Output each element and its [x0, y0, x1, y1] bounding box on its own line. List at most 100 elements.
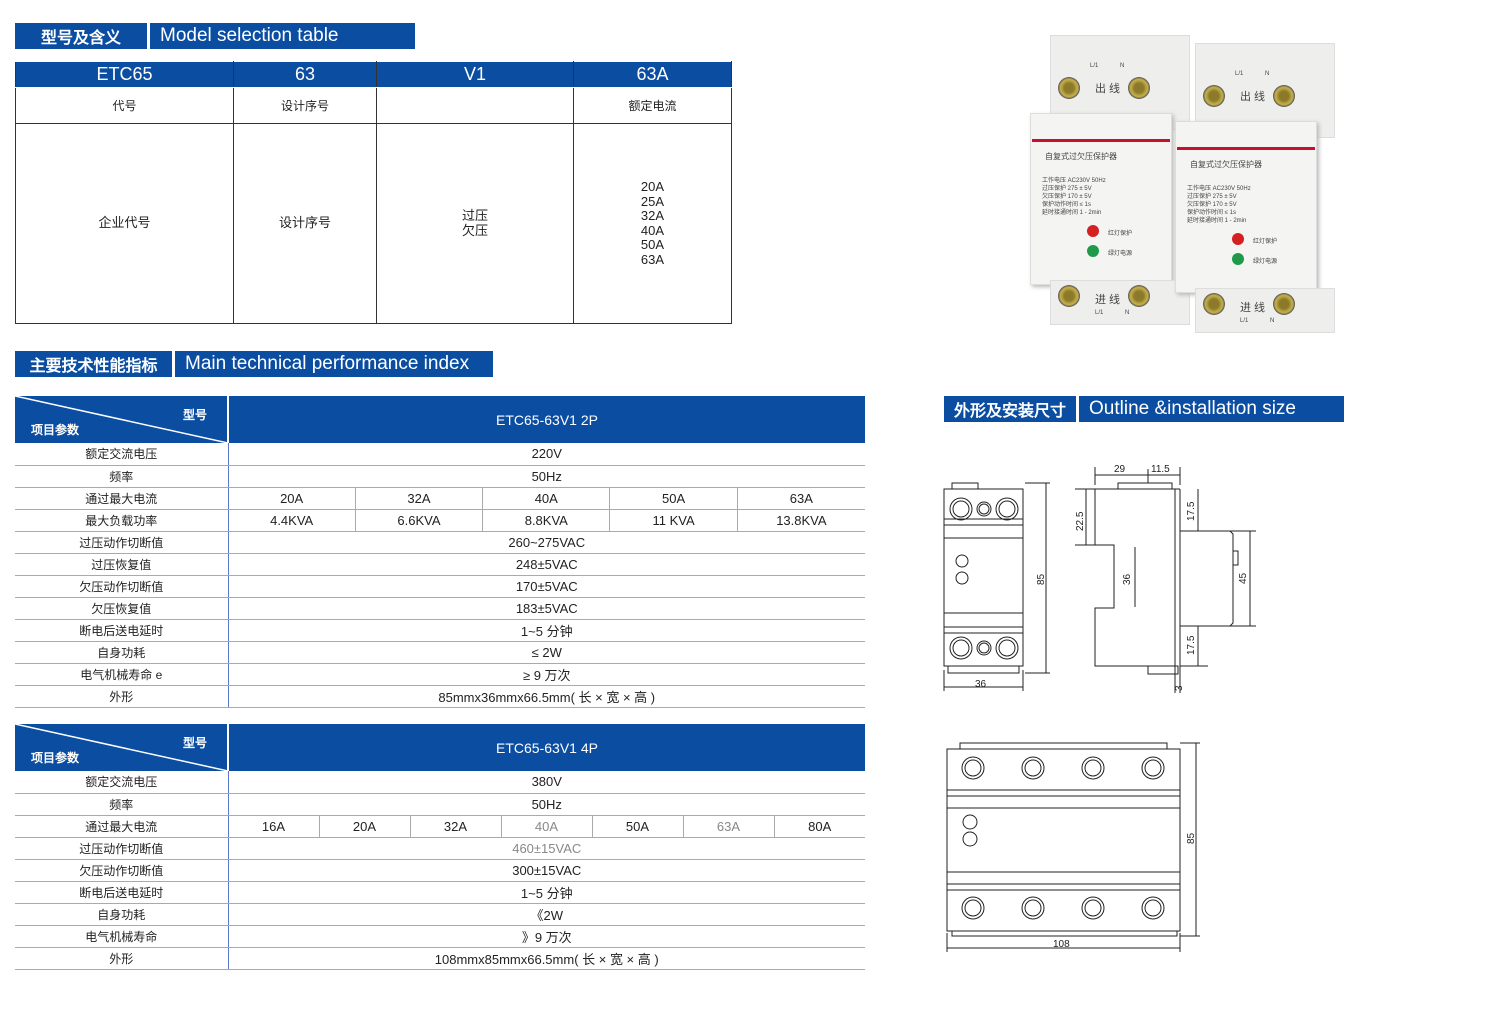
spec-header-row: 型号项目参数 ETC65-63V1 2P — [15, 396, 865, 443]
param-label: 自身功耗 — [15, 641, 229, 664]
param-label: 额定交流电压 — [15, 443, 229, 466]
param-value: 16A — [227, 815, 319, 838]
corner-param-label: 项目参数 — [31, 423, 80, 437]
red-led-label: 红灯保护 — [1108, 231, 1133, 237]
param-value: 460±15VAC — [228, 837, 865, 860]
model-label — [376, 87, 574, 124]
in-label: 进 线 — [1095, 294, 1121, 306]
model-label: 代号 — [15, 87, 234, 124]
section-title-cn: 外形及安装尺寸 — [944, 396, 1076, 422]
dim-width-4p: 108 — [1053, 939, 1070, 950]
param-label: 最大负载功率 — [15, 509, 229, 532]
param-label: 额定交流电压 — [15, 771, 229, 794]
param-label: 频率 — [15, 465, 229, 488]
dim-upper: 22.5 — [1075, 511, 1086, 531]
terminal-screw — [1128, 285, 1150, 307]
dim-height: 85 — [1036, 573, 1047, 585]
model-code-header: ETC65 — [15, 61, 234, 88]
spec-title: ETC65-63V1 4P — [228, 724, 865, 771]
param-label: 断电后送电延时 — [15, 619, 229, 642]
section-title-en: Main technical performance index — [175, 351, 493, 377]
param-value: ≥ 9 万次 — [228, 663, 865, 686]
param-label: 外形 — [15, 947, 229, 970]
outline-drawing-2p: 36 85 29 11.5 22.5 36 17.5 17.5 45 3 — [943, 464, 1256, 693]
green-led — [1232, 253, 1244, 265]
dim-top-offset: 11.5 — [1151, 464, 1170, 475]
corner-model-label: 型号 — [182, 736, 207, 750]
spec-line: 保护动作时间 ≤ 1s — [1042, 202, 1091, 208]
param-value: 1~5 分钟 — [228, 881, 865, 904]
section-title-en: Outline &installation size — [1079, 396, 1344, 422]
model-detail: 过压 欠压 — [376, 123, 574, 324]
product-title: 自复式过欠压保护器 — [1190, 160, 1262, 169]
phase-label: L/1 — [1095, 310, 1104, 316]
corner-model-label: 型号 — [182, 408, 207, 422]
model-code-header: 63 — [233, 61, 377, 88]
terminal-screw — [1058, 285, 1080, 307]
phase-label: L/1 — [1090, 63, 1099, 69]
spec-line: 延时接通时间 1 - 2min — [1187, 218, 1247, 224]
outline-drawing-4p: 108 85 — [946, 742, 1200, 952]
param-value: 32A — [409, 815, 501, 838]
dim-side-top: 17.5 — [1186, 501, 1197, 521]
spec-line: 欠压保护 170 ± 5V — [1187, 202, 1237, 208]
side-view — [1075, 467, 1256, 693]
dim-height-4p: 85 — [1186, 832, 1197, 844]
neutral-label: N — [1265, 71, 1270, 77]
model-label: 额定电流 — [573, 87, 732, 124]
param-value: 20A — [318, 815, 410, 838]
param-value: 300±15VAC — [228, 859, 865, 882]
param-value: 50Hz — [228, 793, 865, 816]
param-value: 8.8KVA — [482, 509, 610, 532]
param-label: 电气机械寿命 e — [15, 663, 229, 686]
out-label: 出 线 — [1095, 83, 1121, 95]
model-detail: 20A 25A 32A 40A 50A 63A — [573, 123, 732, 324]
param-label: 自身功耗 — [15, 903, 229, 926]
param-value: 170±5VAC — [228, 575, 865, 598]
spec-line: 过压保护 275 ± 5V — [1187, 194, 1237, 200]
section-title-en: Model selection table — [150, 23, 415, 49]
param-value: ≤ 2W — [228, 641, 865, 664]
spec-line: 保护动作时间 ≤ 1s — [1187, 210, 1236, 216]
param-label: 欠压动作切断值 — [15, 575, 229, 598]
out-label: 出 线 — [1240, 91, 1266, 103]
section-header-model-selection: 型号及含义 Model selection table — [15, 23, 415, 49]
table-row: 自身功耗《2W — [15, 903, 865, 926]
model-detail: 设计序号 — [233, 123, 377, 324]
green-led-label: 绿灯电源 — [1108, 251, 1133, 257]
model-detail: 企业代号 — [15, 123, 234, 324]
section-header-performance: 主要技术性能指标 Main technical performance inde… — [15, 351, 493, 377]
param-label: 通过最大电流 — [15, 487, 229, 510]
section-title-cn: 型号及含义 — [15, 23, 147, 49]
terminal-screw — [1203, 85, 1225, 107]
param-value: 4.4KVA — [227, 509, 356, 532]
param-value: 380V — [228, 771, 865, 794]
red-led — [1232, 233, 1244, 245]
front-view — [943, 482, 1050, 691]
green-led — [1087, 245, 1099, 257]
corner-param-label: 项目参数 — [31, 751, 80, 765]
spec-title: ETC65-63V1 2P — [228, 396, 865, 443]
param-value: 85mmx36mmx66.5mm( 长 × 宽 × 高 ) — [228, 685, 865, 708]
param-label: 欠压恢复值 — [15, 597, 229, 620]
param-value: 63A — [682, 815, 774, 838]
dim-side-mid: 45 — [1238, 572, 1249, 584]
neutral-label: N — [1120, 63, 1125, 69]
neutral-label: N — [1125, 310, 1130, 316]
param-label: 过压恢复值 — [15, 553, 229, 576]
param-value: 32A — [354, 487, 483, 510]
param-value: 6.6KVA — [354, 509, 483, 532]
corner-cell: 型号项目参数 — [15, 724, 229, 771]
terminal-screw — [1273, 85, 1295, 107]
spec-line: 工作电压 AC230V 50Hz — [1042, 178, 1106, 184]
